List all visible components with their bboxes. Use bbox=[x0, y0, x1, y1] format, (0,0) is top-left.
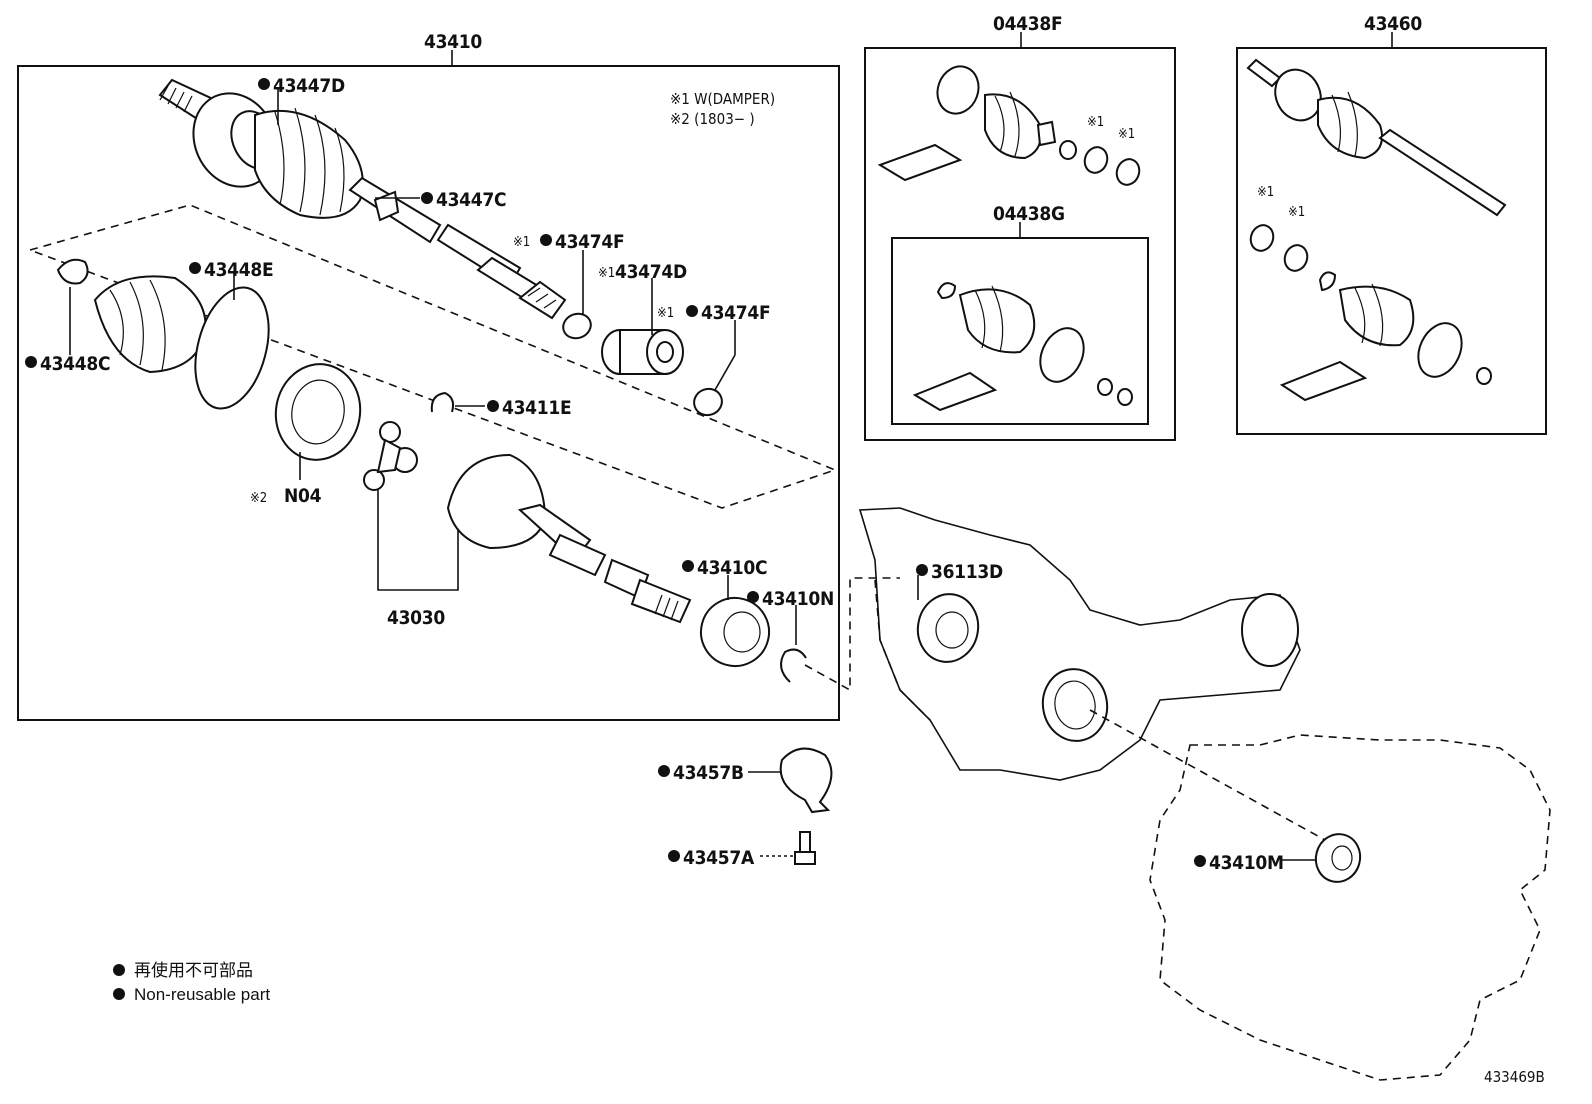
label-43474D: 43474D bbox=[615, 261, 687, 283]
label-43030: 43030 bbox=[387, 607, 445, 629]
bolt-43457A bbox=[794, 831, 816, 865]
nonreusable-mark bbox=[747, 591, 759, 603]
nonreusable-mark bbox=[487, 400, 499, 412]
snapring-43411E bbox=[430, 391, 455, 413]
ring-43474F-b bbox=[693, 387, 723, 417]
group-04438G: 04438G bbox=[891, 203, 1149, 425]
nonreusable-mark bbox=[1194, 855, 1206, 867]
label-43457B: 43457B bbox=[673, 762, 744, 784]
star1-mark: ※1 bbox=[1087, 115, 1104, 130]
label-43447D: 43447D bbox=[273, 75, 345, 97]
label-N04: N04 bbox=[284, 485, 322, 507]
band-43448E bbox=[194, 286, 270, 410]
legend-jp: 再使用不可部品 bbox=[134, 960, 253, 980]
star2-mark: ※2 bbox=[250, 491, 267, 506]
damper-43474D bbox=[601, 329, 684, 375]
star1-mark: ※1 bbox=[1257, 185, 1274, 200]
label-43410C: 43410C bbox=[697, 557, 767, 579]
group-43410: 43410 bbox=[17, 31, 840, 721]
clip-43457B bbox=[779, 747, 833, 814]
nonreusable-mark bbox=[658, 765, 670, 777]
note-1: ※1 W(DAMPER) bbox=[670, 90, 775, 108]
label-43410N: 43410N bbox=[762, 588, 834, 610]
label-43410: 43410 bbox=[424, 31, 482, 53]
label-36113D: 36113D bbox=[931, 561, 1003, 583]
label-43448C: 43448C bbox=[40, 353, 110, 375]
seal-43410M bbox=[1314, 833, 1362, 883]
inner-boot bbox=[93, 275, 207, 374]
label-43474F-a: 43474F bbox=[555, 231, 624, 253]
nonreusable-mark bbox=[916, 564, 928, 576]
reference-code: 433469B bbox=[1484, 1068, 1545, 1086]
label-43474F-b: 43474F bbox=[701, 302, 770, 324]
legend: 再使用不可部品 Non-reusable part bbox=[113, 960, 270, 1004]
inner-joint-shaft bbox=[446, 453, 692, 624]
star1-mark: ※1 bbox=[598, 266, 615, 281]
label-43448E: 43448E bbox=[204, 259, 273, 281]
ring-43474F-a bbox=[562, 312, 592, 340]
group-04438F: 04438F ※1 ※1 bbox=[864, 13, 1176, 441]
label-43460: 43460 bbox=[1364, 13, 1422, 35]
nonreusable-mark bbox=[686, 305, 698, 317]
label-04438G: 04438G bbox=[993, 203, 1065, 225]
nonreusable-mark bbox=[25, 356, 37, 368]
nonreusable-mark bbox=[682, 560, 694, 572]
nonreusable-mark bbox=[421, 192, 433, 204]
nonreusable-mark bbox=[258, 78, 270, 90]
nonreusable-mark bbox=[189, 262, 201, 274]
label-04438F: 04438F bbox=[993, 13, 1062, 35]
label-43447C: 43447C bbox=[436, 189, 506, 211]
label-43457A: 43457A bbox=[683, 847, 755, 869]
label-43411E: 43411E bbox=[502, 397, 571, 419]
outer-cv-shaft bbox=[158, 78, 567, 320]
star1-mark: ※1 bbox=[1288, 205, 1305, 220]
legend-en: Non-reusable part bbox=[134, 985, 270, 1004]
snapring-43410N bbox=[780, 648, 807, 683]
nonreusable-mark bbox=[540, 234, 552, 246]
nonreusable-mark bbox=[668, 850, 680, 862]
transfer-case bbox=[858, 507, 1301, 781]
note-2: ※2 (1803− ) bbox=[670, 110, 755, 128]
label-43410M: 43410M bbox=[1209, 852, 1284, 874]
transmission-outline bbox=[1149, 734, 1551, 1081]
clamp-43448C bbox=[56, 258, 89, 285]
group-43460: 43460 ※1 ※1 bbox=[1236, 13, 1547, 435]
spider-N04 bbox=[274, 363, 362, 461]
star1-mark: ※1 bbox=[1118, 127, 1135, 142]
tripod-43030 bbox=[363, 421, 418, 491]
star1-mark: ※1 bbox=[513, 235, 530, 250]
star1-mark: ※1 bbox=[657, 306, 674, 321]
